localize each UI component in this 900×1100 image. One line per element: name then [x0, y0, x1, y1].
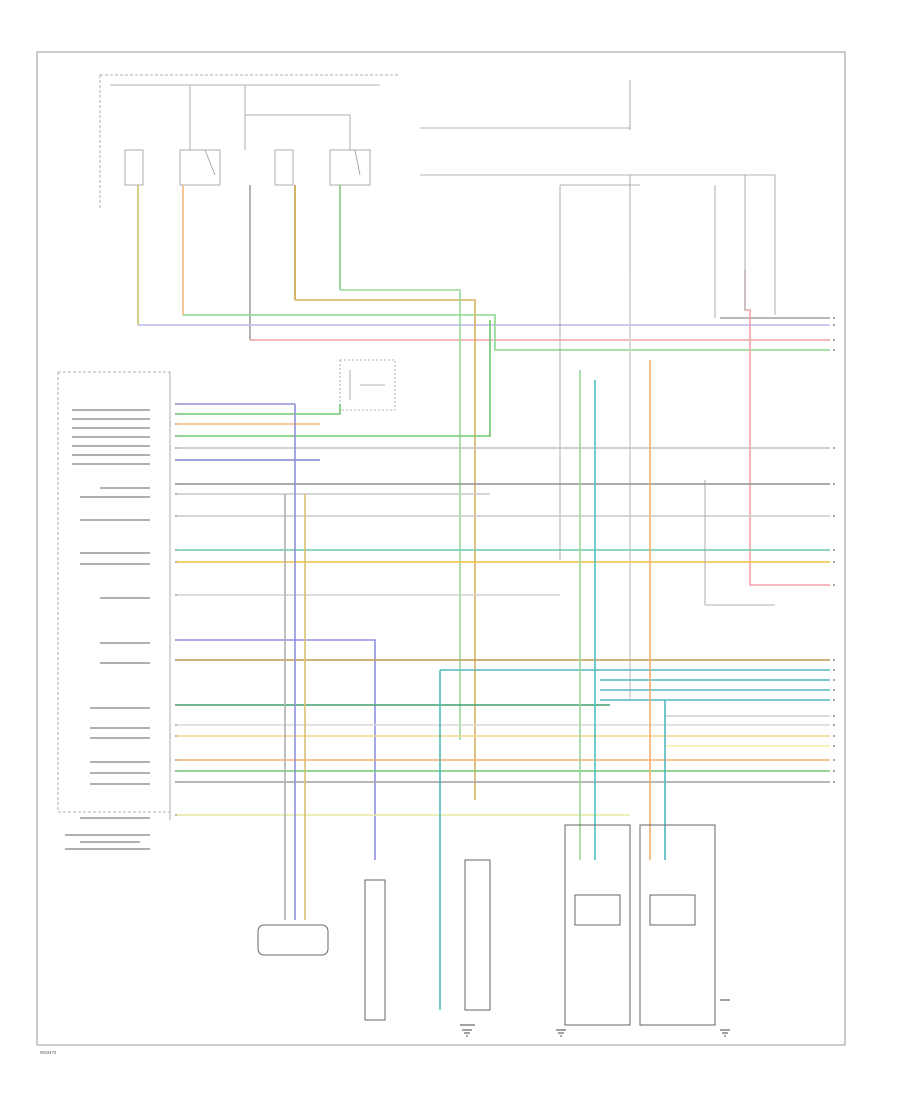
wire-dark-green [183, 314, 830, 351]
diagram-border [36, 51, 846, 1046]
ground-icon [720, 1029, 730, 1037]
ground-icon [556, 1029, 566, 1037]
right-edge-terminals [833, 317, 835, 783]
ground-icon [462, 1029, 472, 1037]
pin-label-marks [65, 409, 150, 850]
brake-switch [124, 85, 371, 186]
footer-code: W03472 [40, 1050, 57, 1055]
right-relays [420, 80, 830, 700]
fuse-box-outline [99, 74, 400, 210]
relay-middle [339, 359, 396, 411]
pcm-pin-markers [175, 403, 177, 816]
pcm-box [57, 371, 170, 813]
bottom-components [257, 824, 730, 1026]
